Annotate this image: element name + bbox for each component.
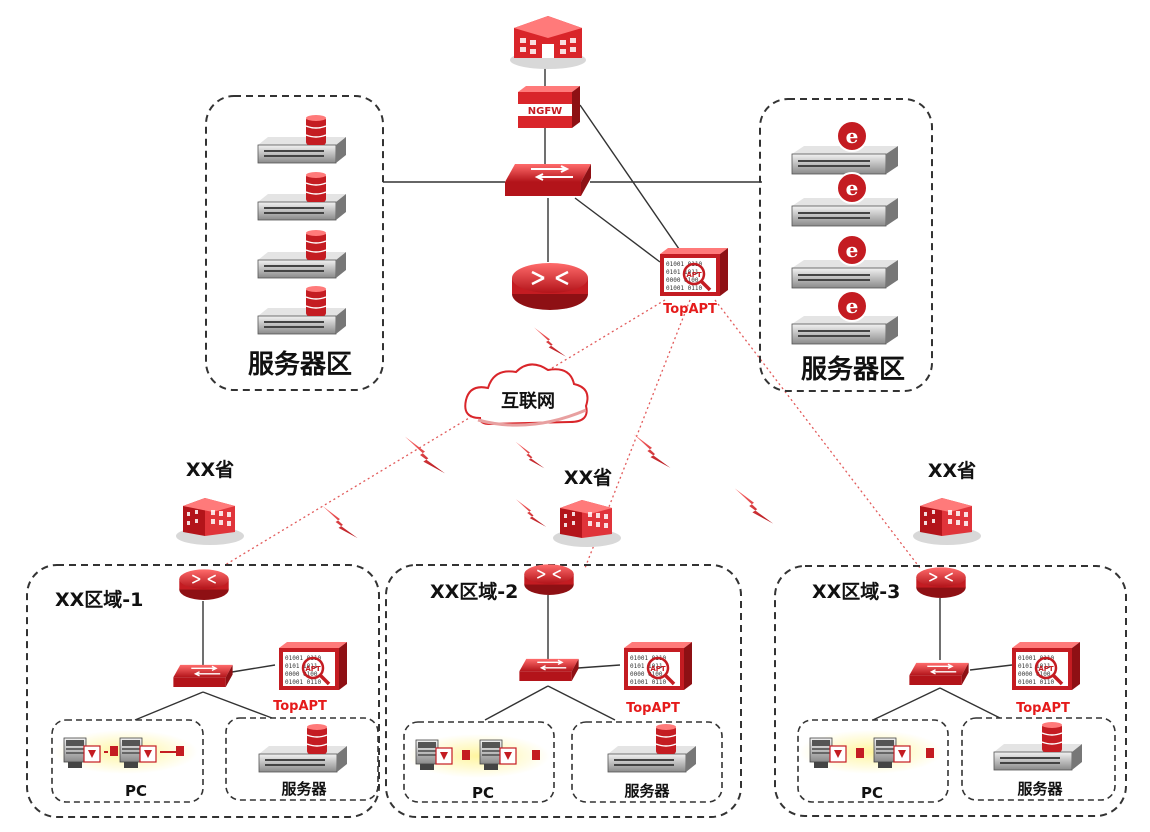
region-2-zone — [385, 564, 742, 818]
switch-icon — [908, 662, 970, 686]
province-label-1: XX省 — [186, 459, 234, 481]
region-3-server-label: 服务器 — [1017, 780, 1063, 798]
switch-icon — [518, 658, 580, 682]
core-topapt-label: TopAPT — [663, 302, 717, 317]
network-links — [134, 68, 1013, 721]
router-icon — [178, 568, 230, 601]
lightning-icon — [633, 434, 671, 468]
topapt-probe-icon — [277, 640, 349, 692]
lightning-icon — [515, 499, 547, 527]
region-2-server-label: 服务器 — [624, 782, 670, 800]
ngfw-label: NGFW — [528, 106, 562, 117]
core-switch-icon — [504, 163, 592, 197]
lightning-icon — [322, 505, 358, 539]
db-server-icon — [257, 114, 347, 164]
router-icon — [915, 566, 967, 599]
topapt-probe-icon — [1010, 640, 1082, 692]
province-building-icon — [913, 498, 981, 545]
province-label-2: XX省 — [564, 467, 612, 489]
region-2-apt-label: TopAPT — [626, 701, 680, 716]
db-server-icon — [257, 285, 347, 335]
right-server-zone — [759, 98, 933, 392]
web-server-icon — [791, 234, 899, 289]
core-topapt-probe-icon — [658, 246, 730, 298]
region-2-pc-label: PC — [472, 784, 494, 802]
db-server-icon — [607, 723, 697, 773]
region-1-apt-label: TopAPT — [273, 699, 327, 714]
core-router-icon — [510, 261, 590, 312]
db-server-icon — [993, 721, 1083, 771]
region-2-server-group — [571, 721, 723, 803]
db-server-icon — [258, 723, 348, 773]
lightning-icon — [515, 441, 545, 469]
province-building-icon — [553, 500, 621, 547]
left-zone-label: 服务器区 — [248, 350, 352, 380]
internet-label: 互联网 — [501, 391, 555, 412]
ngfw-firewall-icon: NGFW — [518, 86, 580, 128]
lightning-icon — [534, 327, 566, 357]
region-1-label: XX区域-1 — [55, 588, 143, 611]
web-server-icon — [791, 290, 899, 345]
right-zone-label: 服务器区 — [801, 355, 905, 385]
left-server-zone — [205, 95, 384, 391]
region-1-pc-label: PC — [125, 782, 147, 800]
region-2-label: XX区域-2 — [430, 580, 518, 603]
internet-cloud-icon — [464, 363, 589, 427]
topapt-probe-icon — [622, 640, 694, 692]
db-server-icon — [257, 171, 347, 221]
db-server-icon — [257, 229, 347, 279]
region-3-server-group — [961, 717, 1116, 801]
region-3-zone — [774, 565, 1127, 817]
switch-icon — [172, 664, 234, 688]
lightning-icon — [405, 436, 445, 474]
web-server-icon — [791, 172, 899, 227]
province-label-3: XX省 — [928, 460, 976, 482]
region-3-pc-label: PC — [861, 784, 883, 802]
region-3-pc-group — [797, 719, 949, 803]
router-icon — [523, 563, 575, 596]
region-3-apt-label: TopAPT — [1016, 701, 1070, 716]
region-1-zone — [26, 564, 380, 818]
region-1-pc-group — [51, 719, 204, 803]
region-1-server-group — [225, 717, 379, 801]
mirror-links — [224, 299, 921, 569]
web-server-icon — [791, 120, 899, 175]
province-building-icon — [176, 498, 244, 545]
region-1-server-label: 服务器 — [281, 780, 327, 798]
headquarters-building-icon — [510, 16, 586, 69]
region-2-pc-group — [403, 721, 555, 803]
lightning-icon — [734, 488, 774, 524]
region-3-label: XX区域-3 — [812, 580, 900, 603]
